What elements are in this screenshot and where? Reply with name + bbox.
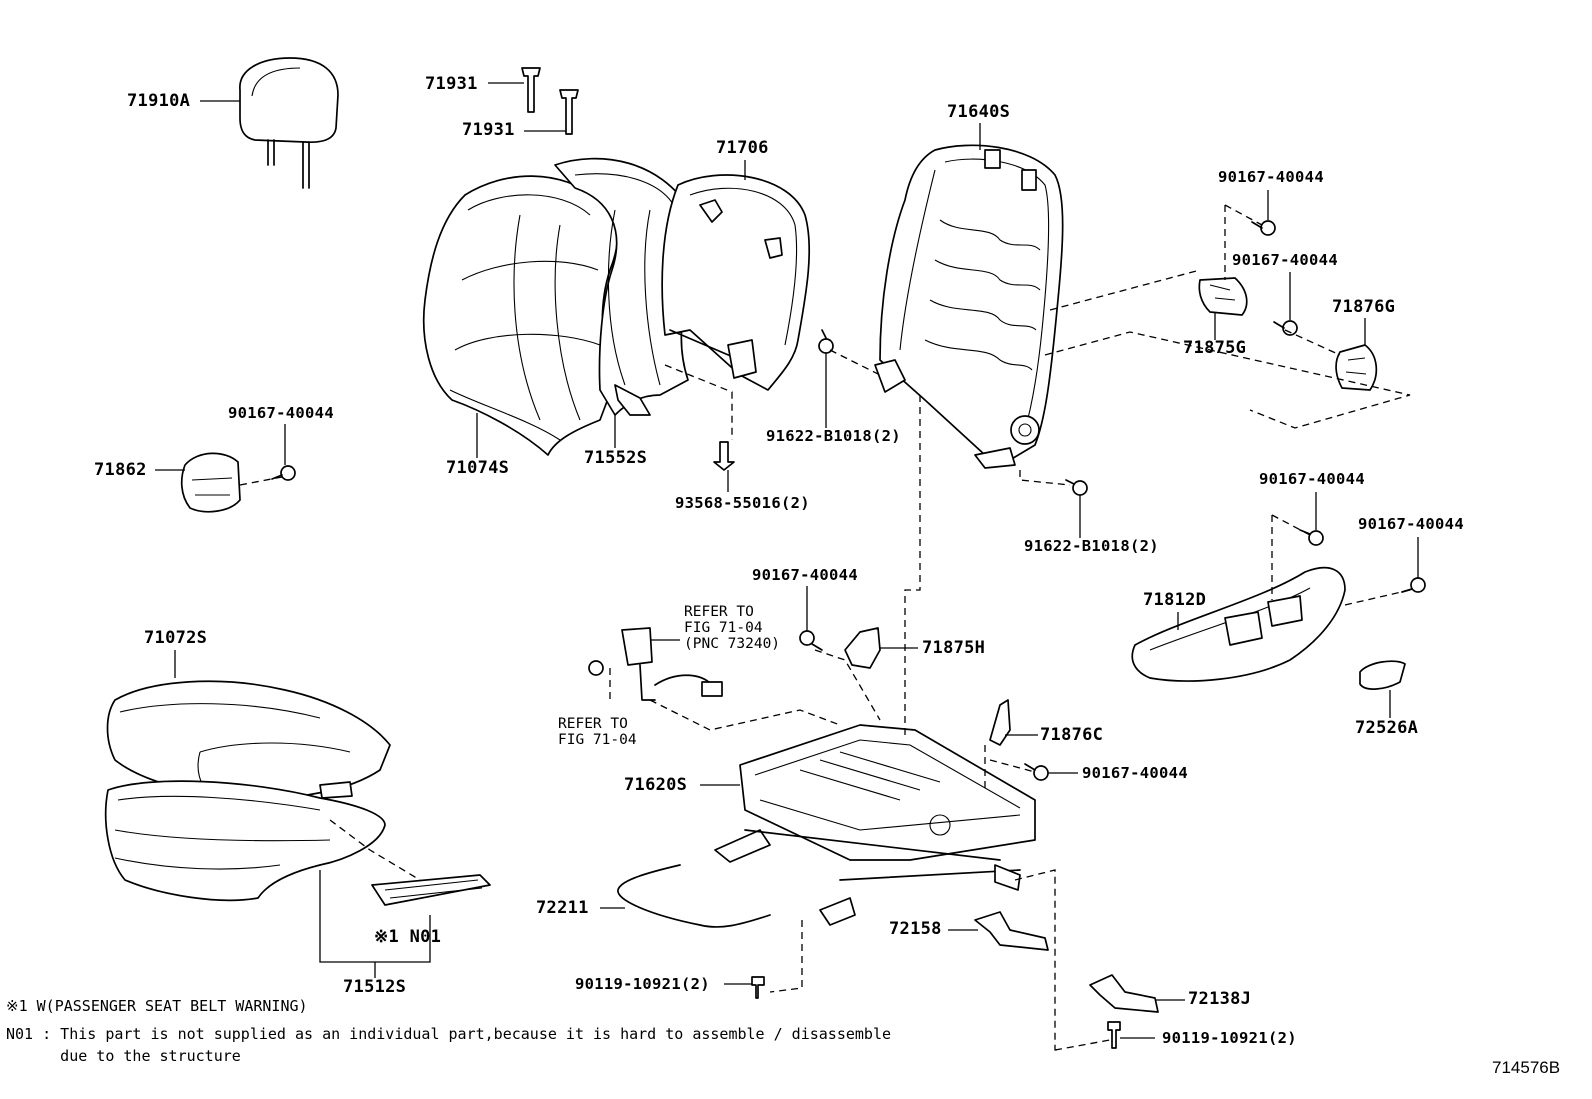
part-label-90167-40044: 90167-40044 bbox=[752, 566, 858, 584]
part-label-71640s: 71640S bbox=[947, 102, 1011, 122]
part-label-90167-40044: 90167-40044 bbox=[1259, 470, 1365, 488]
headrest-guide-icon bbox=[521, 67, 579, 135]
part-label-90167-40044: 90167-40044 bbox=[228, 404, 334, 422]
part-label-71552s: 71552S bbox=[584, 448, 648, 468]
seat-side-shield-icon bbox=[1131, 566, 1346, 682]
refer-line: FIG 71-04 bbox=[558, 732, 637, 749]
footnote-line: due to the structure bbox=[6, 1046, 241, 1065]
refer-line: REFER TO bbox=[684, 604, 754, 620]
refer-line: (PNC 73240) bbox=[684, 636, 781, 653]
seat-cushion-pad-icon bbox=[104, 780, 491, 906]
part-label-90119-10921: 90119-10921(2) bbox=[575, 975, 710, 993]
seat-back-board-icon bbox=[661, 174, 811, 391]
part-label-90167-40044: 90167-40044 bbox=[1358, 515, 1464, 533]
part-label-71812d: 71812D bbox=[1143, 590, 1207, 610]
seat-cushion-icon bbox=[106, 680, 391, 800]
clip-icon bbox=[180, 452, 241, 513]
part-label-71931: 71931 bbox=[462, 120, 515, 140]
seat-track-icon bbox=[714, 724, 1036, 926]
part-label-n01: ※1 N01 bbox=[374, 927, 442, 947]
part-label-71876c: 71876C bbox=[1040, 725, 1104, 745]
part-label-71620s: 71620S bbox=[624, 775, 688, 795]
part-label-71910a: 71910A bbox=[127, 91, 191, 111]
part-label-71706: 71706 bbox=[716, 138, 769, 158]
seat-back-cover-icon bbox=[422, 175, 619, 456]
bracket-icon bbox=[974, 911, 1159, 1013]
part-label-72211: 72211 bbox=[536, 898, 589, 918]
part-label-71875g: 71875G bbox=[1183, 338, 1247, 358]
refer-to-note: REFER TO FIG 71-04 bbox=[558, 716, 637, 748]
part-label-93568-55016: 93568-55016(2) bbox=[675, 494, 810, 512]
part-label-72158: 72158 bbox=[889, 919, 942, 939]
refer-to-note: REFER TO FIG 71-04 (PNC 73240) bbox=[684, 604, 780, 653]
clip-icon bbox=[1198, 277, 1248, 316]
wire-icon bbox=[617, 864, 771, 928]
part-label-90167-40044: 90167-40044 bbox=[1218, 168, 1324, 186]
footnote-line: ※1 W(PASSENGER SEAT BELT WARNING) bbox=[6, 997, 308, 1015]
part-label-91622-b1018: 91622-B1018(2) bbox=[766, 427, 901, 445]
seat-belt-buckle-icon bbox=[621, 627, 723, 701]
part-label-71862: 71862 bbox=[94, 460, 147, 480]
part-label-90167-40044: 90167-40044 bbox=[1082, 764, 1188, 782]
footnote-line: N01 : This part is not supplied as an in… bbox=[6, 1024, 892, 1043]
refer-line: FIG 71-04 bbox=[684, 620, 763, 637]
refer-line: REFER TO bbox=[558, 716, 628, 732]
part-label-71875h: 71875H bbox=[922, 638, 986, 658]
headrest-icon bbox=[239, 57, 339, 189]
part-label-72526a: 72526A bbox=[1355, 718, 1419, 738]
part-label-91622-b1018: 91622-B1018(2) bbox=[1024, 537, 1159, 555]
part-label-71876g: 71876G bbox=[1332, 297, 1396, 317]
knob-icon bbox=[1359, 660, 1406, 690]
part-label-71512s: 71512S bbox=[343, 977, 407, 997]
bolt-icon bbox=[271, 220, 1426, 1049]
clip-icon bbox=[844, 627, 881, 669]
footnote: ※1 W(PASSENGER SEAT BELT WARNING) N01 : … bbox=[6, 996, 891, 1067]
seat-frame-icon bbox=[874, 144, 1064, 469]
part-label-90119-10921: 90119-10921(2) bbox=[1162, 1029, 1297, 1047]
part-label-71074s: 71074S bbox=[446, 458, 510, 478]
bracket-icon bbox=[989, 699, 1011, 746]
part-label-90167-40044: 90167-40044 bbox=[1232, 251, 1338, 269]
part-label-72138j: 72138J bbox=[1188, 989, 1252, 1009]
figure-id: 714576B bbox=[1492, 1058, 1561, 1077]
part-label-71072s: 71072S bbox=[144, 628, 208, 648]
clip-icon bbox=[1335, 344, 1378, 391]
part-label-71931: 71931 bbox=[425, 74, 478, 94]
